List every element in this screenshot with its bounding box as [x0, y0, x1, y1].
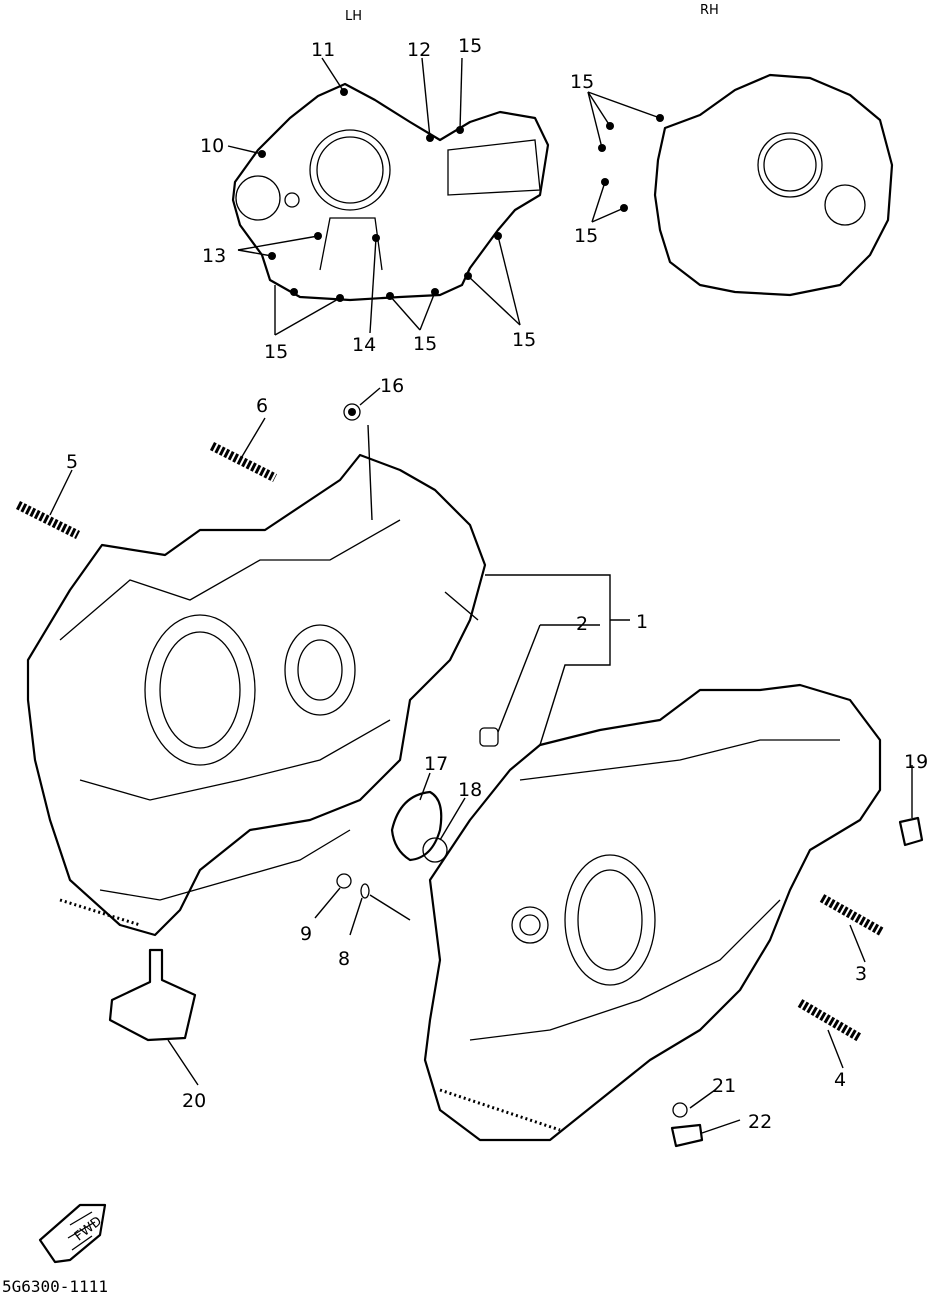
rh-crankcase-half-outline: [653, 73, 894, 297]
callout-3: 3: [855, 963, 867, 985]
callout-8: 8: [338, 948, 350, 970]
plug-16: [343, 403, 361, 421]
callout-1: 1: [636, 611, 648, 633]
stud-bolt-6: [209, 441, 278, 483]
callout-5: 5: [66, 451, 78, 473]
washer-21: [672, 1102, 688, 1118]
o-ring-8: [360, 883, 370, 899]
callout-2: 2: [576, 613, 588, 635]
stud-bolt-3: [819, 894, 885, 936]
callout-18: 18: [458, 779, 482, 801]
lh-crankcase-main-drawing: [26, 453, 487, 937]
callout-15-rh-top: 15: [570, 71, 594, 93]
callout-6: 6: [256, 395, 268, 417]
front-arrow-label: FWD: [72, 1214, 105, 1245]
callout-4: 4: [834, 1069, 846, 1091]
callout-16: 16: [380, 375, 404, 397]
rh-bolt-dots: [598, 114, 664, 212]
callout-15-rh-bottom: 15: [574, 225, 598, 247]
header-lh: LH: [345, 9, 362, 24]
callout-15-bottom-mid: 15: [413, 333, 437, 355]
callout-12: 12: [407, 39, 431, 61]
callout-15-bottom-right: 15: [512, 329, 536, 351]
diagram-code: 5G6300-1111: [2, 1277, 108, 1296]
part-number-callouts: 11 12 15 10 13 15 14 15 15 15 15 16 6 5 …: [66, 35, 928, 1133]
callout-21: 21: [712, 1075, 736, 1097]
strainer-20: [108, 948, 197, 1042]
callout-17: 17: [424, 753, 448, 775]
callout-20: 20: [182, 1090, 206, 1112]
callout-15-top: 15: [458, 35, 482, 57]
dowel-pin-2: [479, 727, 499, 747]
lh-bolt-dots: [258, 88, 502, 302]
dowel-9: [336, 873, 352, 889]
stud-bolt-5: [15, 500, 81, 540]
leader-lines: [49, 57, 913, 1134]
clip-19: [898, 816, 924, 847]
callout-10: 10: [200, 135, 224, 157]
o-ring-18: [422, 837, 448, 863]
callout-13: 13: [202, 245, 226, 267]
header-rh: RH: [700, 3, 719, 18]
cover-17: [390, 790, 443, 862]
callout-19: 19: [904, 751, 928, 773]
callout-9: 9: [300, 923, 312, 945]
front-direction-arrow-icon: FWD: [38, 1203, 107, 1264]
rh-crankcase-main-drawing: [423, 683, 882, 1142]
callout-11: 11: [311, 39, 335, 61]
stud-bolt-4: [797, 999, 863, 1042]
callout-15-bottom-left: 15: [264, 341, 288, 363]
callout-14: 14: [352, 334, 376, 356]
bolt-22: [670, 1123, 704, 1148]
callout-22: 22: [748, 1111, 772, 1133]
lh-crankcase-half-outline: [231, 82, 550, 302]
